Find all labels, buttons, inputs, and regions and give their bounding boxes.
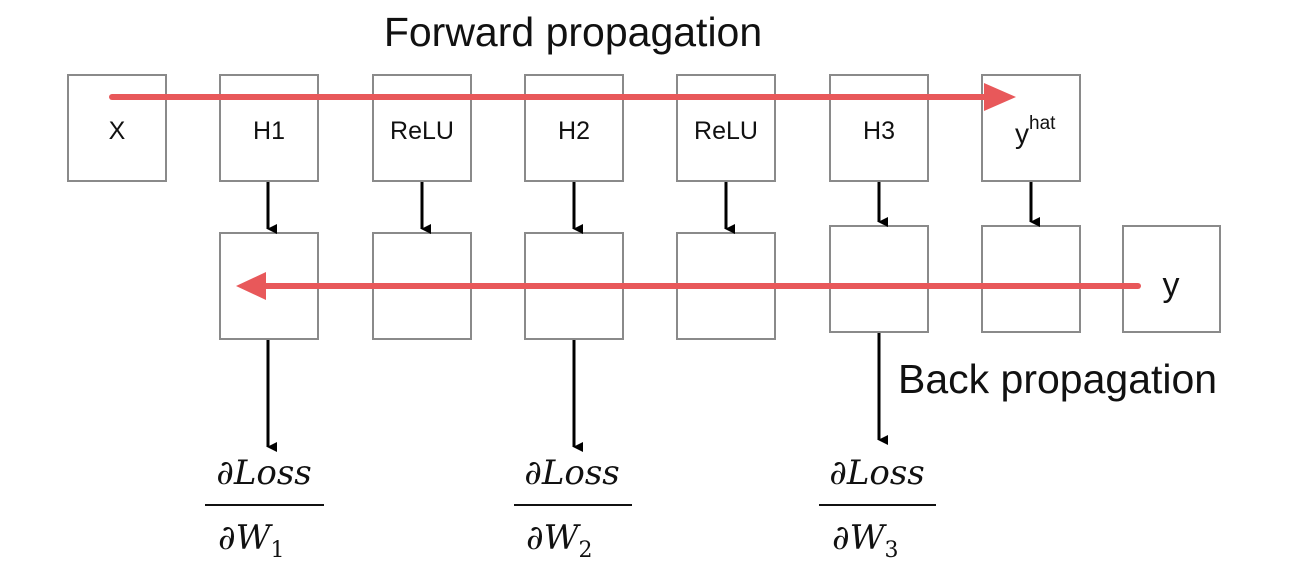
backward-flow-arrow-head [236,272,266,300]
grad-box-6 [981,225,1081,333]
target-y-box [1122,225,1221,333]
gradient-1-denominator-base: ∂W [218,518,274,558]
target-y-label: y [1163,266,1180,304]
gradient-fraction-3: ∂Loss ∂W3 [819,453,936,563]
gradient-2-subscript: 2 [579,538,593,563]
node-yhat-superscript: hat [1029,113,1056,134]
gradient-2-numerator: ∂Loss [524,453,620,493]
gradient-2-denominator-base: ∂W [526,518,582,558]
gradient-1-numerator: ∂Loss [216,453,312,493]
gradient-3-denominator-base: ∂W [832,518,888,558]
gradient-1-subscript: 1 [271,538,285,563]
node-h2-label: H2 [558,117,590,145]
gradient-3-denominator: ∂W3 [832,518,899,563]
node-relu2-label: ReLU [694,117,758,145]
node-yhat-label: yhat [1015,113,1056,149]
node-h1-label: H1 [253,117,285,145]
node-x-label: X [109,117,126,145]
forward-propagation-title: Forward propagation [384,9,762,55]
forward-flow-arrow-head [984,83,1016,111]
gradient-fraction-2: ∂Loss ∂W2 [514,453,632,563]
gradient-3-subscript: 3 [885,538,899,563]
grad-box-5 [829,225,929,333]
node-x-box [67,74,167,182]
node-h1-box [219,74,319,182]
node-relu2-box [676,74,776,182]
gradient-fraction-1: ∂Loss ∂W1 [205,453,324,563]
node-relu1-label: ReLU [390,117,454,145]
node-h3-label: H3 [863,117,895,145]
gradient-2-denominator: ∂W2 [526,518,593,563]
back-propagation-title: Back propagation [898,356,1217,402]
node-h2-box [524,74,624,182]
gradient-3-numerator: ∂Loss [829,453,925,493]
node-h3-box [829,74,929,182]
node-relu1-box [372,74,472,182]
node-yhat-base: y [1015,118,1029,149]
gradient-1-denominator: ∂W1 [218,518,285,563]
